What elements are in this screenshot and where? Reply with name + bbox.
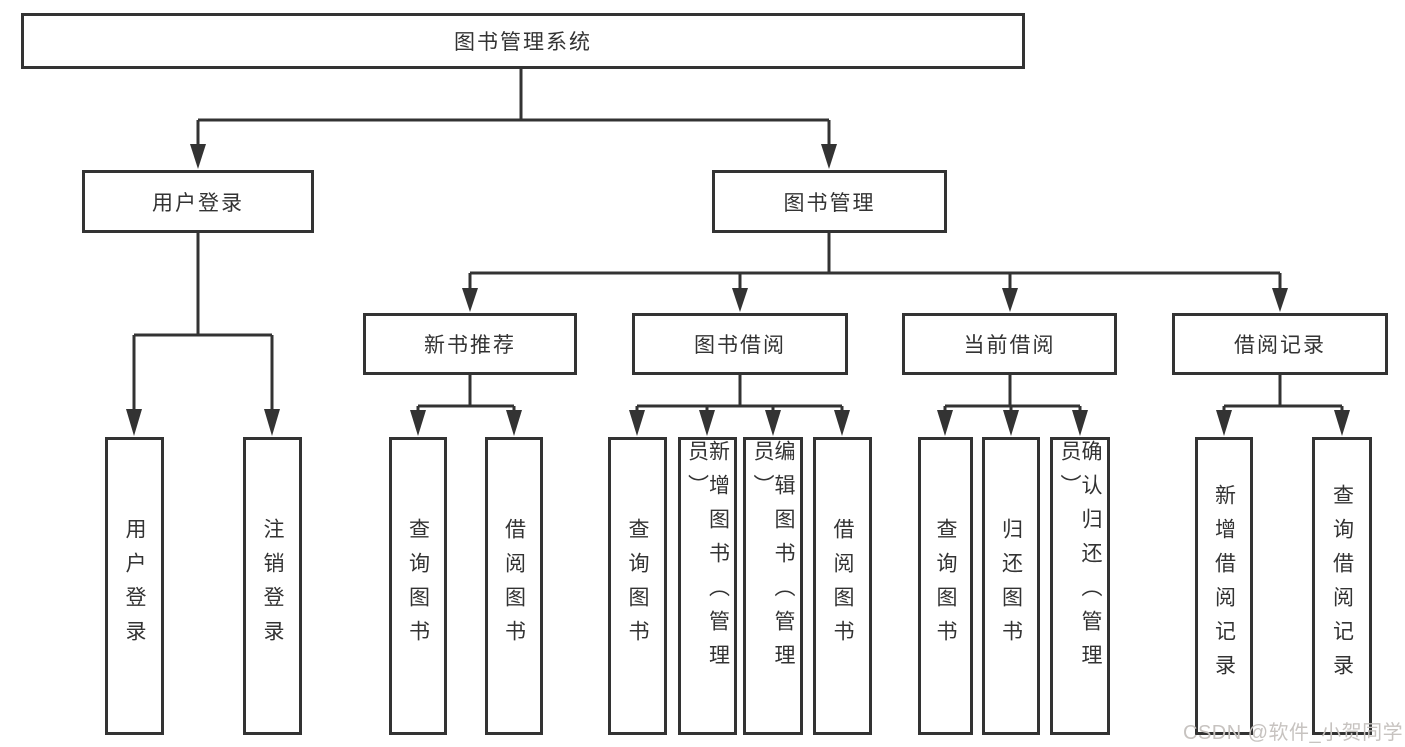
- leaf-record-query-borrow-record: 查询借阅记录: [1312, 437, 1372, 735]
- leaf-current-return-books: 归还图书: [982, 437, 1040, 735]
- edge-root-to-level2: [190, 69, 837, 169]
- node-user-login: 用户登录: [82, 170, 314, 233]
- edge-bookmgmt-to-level3: [462, 233, 1288, 312]
- node-label: 用户登录: [152, 191, 244, 215]
- node-label: 当前借阅: [963, 334, 1056, 357]
- leaf-record-add-borrow-record: 新增借阅记录: [1195, 437, 1253, 735]
- edge-newbook-to-leaves: [410, 375, 522, 436]
- node-borrow-record: 借阅记录: [1172, 313, 1388, 375]
- node-label: 借阅记录: [1234, 334, 1326, 357]
- node-current-borrow: 当前借阅: [902, 313, 1117, 375]
- node-label: 新增图书（管理员）: [685, 440, 730, 678]
- edge-bookborrow-to-leaves: [629, 375, 850, 436]
- node-book-borrow: 图书借阅: [632, 313, 848, 375]
- node-book-management: 图书管理: [712, 170, 947, 233]
- node-root-library-system: 图书管理系统: [21, 13, 1025, 69]
- leaf-newbook-query-books: 查询图书: [389, 437, 447, 735]
- leaf-current-confirm-return-admin: 确认归还（管理员）: [1050, 437, 1110, 735]
- node-label: 借阅图书: [831, 518, 854, 654]
- leaf-borrow-query-books: 查询图书: [608, 437, 667, 735]
- node-label: 图书管理系统: [454, 31, 592, 54]
- leaf-logout: 注销登录: [243, 437, 302, 735]
- node-label: 注销登录: [261, 518, 284, 654]
- node-label: 编辑图书（管理员）: [751, 440, 795, 678]
- node-label: 确认归还（管理员）: [1058, 440, 1102, 678]
- node-label: 查询图书: [626, 518, 649, 654]
- node-label: 查询图书: [406, 518, 430, 654]
- leaf-current-query-books: 查询图书: [918, 437, 973, 735]
- leaf-borrow-borrow-books: 借阅图书: [813, 437, 872, 735]
- leaf-newbook-borrow-books: 借阅图书: [485, 437, 543, 735]
- node-label: 归还图书: [999, 518, 1023, 654]
- csdn-watermark: CSDN @软件_小贺同学: [1183, 722, 1404, 744]
- edge-currentborrow-to-leaves: [937, 375, 1088, 436]
- node-new-book-recommend: 新书推荐: [363, 313, 577, 375]
- node-label: 图书管理: [783, 191, 876, 215]
- node-label: 用户登录: [123, 518, 146, 654]
- node-label: 借阅图书: [502, 518, 526, 654]
- leaf-user-login: 用户登录: [105, 437, 164, 735]
- node-label: 新增借阅记录: [1212, 484, 1236, 688]
- node-label: 查询图书: [934, 518, 957, 654]
- leaf-borrow-add-books-admin: 新增图书（管理员）: [678, 437, 737, 735]
- edge-borrowrecord-to-leaves: [1216, 375, 1350, 436]
- leaf-borrow-edit-books-admin: 编辑图书（管理员）: [743, 437, 803, 735]
- edge-userlogin-to-leaves: [126, 233, 280, 436]
- node-label: 新书推荐: [424, 334, 516, 357]
- node-label: 查询借阅记录: [1330, 484, 1354, 688]
- node-label: 图书借阅: [694, 334, 786, 357]
